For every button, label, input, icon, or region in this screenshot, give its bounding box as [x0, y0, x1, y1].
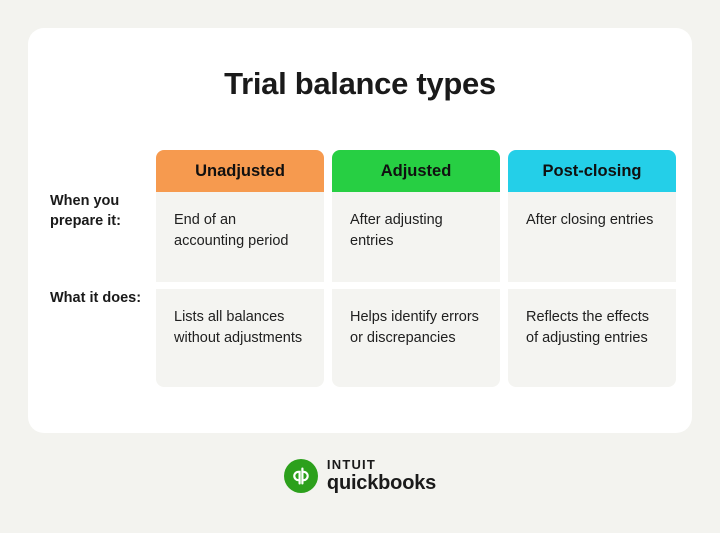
quickbooks-logo-icon: [283, 458, 318, 493]
row-divider: [156, 282, 676, 289]
table-header-row: Unadjusted Adjusted Post-closing: [156, 150, 676, 192]
content-card: Trial balance types Unadjusted Adjusted …: [28, 28, 692, 433]
column-header-unadjusted: Unadjusted: [156, 150, 324, 192]
cell-post-closing-when: After closing entries: [508, 192, 676, 282]
column-divider: [324, 289, 332, 387]
column-divider: [324, 192, 332, 282]
cell-post-closing-does: Reflects the effects of adjusting entrie…: [508, 289, 676, 387]
trial-balance-table: Unadjusted Adjusted Post-closing When yo…: [50, 150, 676, 387]
quickbooks-wordmark: INTUIT quickbooks: [327, 458, 436, 493]
column-divider: [500, 150, 508, 192]
cell-unadjusted-when: End of an accounting period: [156, 192, 324, 282]
brand-intuit: INTUIT: [326, 457, 377, 472]
page-title: Trial balance types: [224, 66, 496, 101]
quickbooks-logo: INTUIT quickbooks: [0, 458, 720, 493]
brand-quickbooks: quickbooks: [326, 472, 437, 494]
column-header-label: Post-closing: [542, 161, 642, 180]
column-divider: [324, 150, 332, 192]
column-divider: [500, 289, 508, 387]
column-header-adjusted: Adjusted: [332, 150, 500, 192]
row-label-what-it-does: What it does:: [50, 290, 142, 306]
cell-unadjusted-does: Lists all balances without adjustments: [156, 289, 324, 387]
column-header-label: Adjusted: [380, 161, 452, 180]
cell-adjusted-when: After adjusting entries: [332, 192, 500, 282]
column-divider: [500, 192, 508, 282]
column-header-post-closing: Post-closing: [508, 150, 676, 192]
column-header-label: Unadjusted: [195, 161, 285, 180]
table-row: What it does: Lists all balances without…: [50, 289, 676, 387]
row-label-when-you-prepare-it: When you prepare it:: [50, 193, 121, 229]
table-row: When you prepare it: End of an accountin…: [50, 192, 676, 282]
cell-adjusted-does: Helps identify errors or discrepancies: [332, 289, 500, 387]
